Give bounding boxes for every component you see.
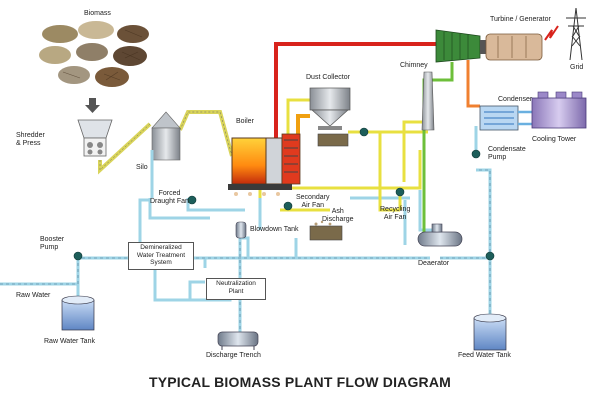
shredder-press-unit	[77, 119, 113, 157]
silo	[151, 111, 181, 161]
demineralized-water-treatment-box: Demineralized Water Treatment System	[128, 242, 194, 270]
blowdown-tank-label: Blowdown Tank	[250, 226, 299, 233]
biomass-label: Biomass	[84, 10, 111, 17]
recycling-air-fan-label: Recycling Air Fan	[380, 206, 411, 221]
dust-collector	[309, 87, 351, 147]
raw-water-tank-label: Raw Water Tank	[44, 338, 95, 345]
ash-discharge-bin	[309, 220, 343, 241]
chimney	[421, 71, 435, 131]
condenser-label: Condenser	[498, 96, 533, 103]
booster-pump-label: Booster Pump	[40, 236, 65, 251]
boiler-label: Boiler	[236, 118, 254, 125]
biomass-feed-arrow	[85, 98, 100, 113]
turbine-exhaust-line	[466, 60, 480, 108]
extraction-steam-line	[422, 62, 454, 232]
condensate-pump-label: Condensate Pump	[488, 146, 526, 161]
ash-discharge-label: Ash Discharge	[322, 208, 354, 223]
turbine-generator-label: Turbine / Generator	[490, 16, 551, 23]
deaerator-label: Deaerator	[418, 260, 450, 267]
dust-collector-label: Dust Collector	[306, 74, 350, 81]
secondary-air-fan-label: Secondary Air Fan	[296, 194, 330, 209]
chimney-label: Chimney	[400, 62, 428, 69]
boiler	[228, 133, 301, 196]
raw-water-tank	[61, 295, 95, 331]
grid-tower-icon	[566, 7, 586, 61]
cooling-tower	[531, 91, 587, 129]
raw-water-label: Raw Water	[16, 292, 51, 299]
grid-label: Grid	[570, 64, 584, 71]
turbine-generator	[435, 25, 559, 63]
forced-draught-fan-label: Forced Draught Fan	[150, 190, 189, 205]
steam-line	[274, 42, 436, 140]
discharge-trench	[217, 331, 259, 350]
discharge-trench-label: Discharge Trench	[206, 352, 261, 359]
condenser	[479, 105, 519, 131]
blowdown-tank	[235, 221, 247, 239]
diagram-title: TYPICAL BIOMASS PLANT FLOW DIAGRAM	[148, 374, 452, 390]
shredder-press-label: Shredder & Press	[16, 132, 45, 147]
feed-water-tank-label: Feed Water Tank	[458, 352, 511, 359]
cooling-tower-label: Cooling Tower	[532, 136, 577, 143]
deaerator	[417, 223, 463, 247]
silo-label: Silo	[136, 164, 148, 171]
biomass-piles-image	[39, 21, 149, 87]
pump-and-fan-symbols	[73, 127, 495, 261]
cooling-water-lines	[518, 110, 532, 126]
feed-water-tank	[473, 313, 507, 351]
neutralization-plant-box: Neutralization Plant	[206, 278, 266, 300]
